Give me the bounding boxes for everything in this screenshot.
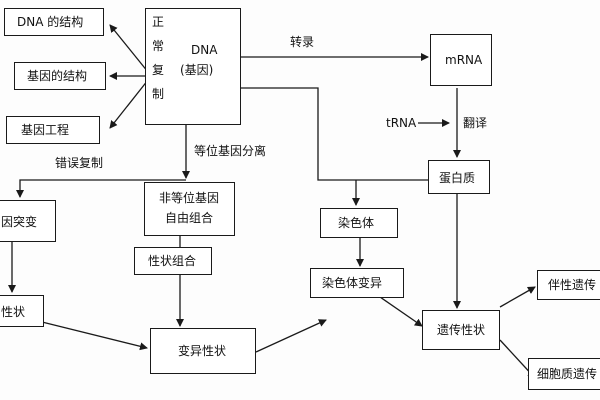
node-gene-mutation: 因突变	[0, 200, 56, 242]
node-nonallelic-line1: 非等位基因	[159, 191, 220, 205]
node-dna-structure: DNA 的结构	[4, 8, 104, 36]
label-translation: 翻译	[463, 116, 488, 130]
normal-replication-char-4: 制	[152, 87, 165, 101]
node-sex-linked: 伴性遗传	[537, 270, 600, 300]
label-replication-error: 错误复制	[55, 156, 104, 170]
edge-to-dna-structure	[109, 24, 149, 73]
node-gene-mutation-label: 因突变	[1, 215, 38, 229]
edge-variant-to-hereditary	[255, 319, 327, 353]
node-trait-combination: 性状组合	[134, 247, 212, 275]
node-mrna-label: mRNA	[445, 53, 483, 67]
node-protein: 蛋白质	[428, 160, 490, 194]
node-gene-structure: 基因的结构	[14, 62, 106, 90]
node-chromosome-label: 染色体	[338, 216, 375, 230]
dna-gene-line2: (基因)	[180, 63, 214, 77]
node-cytoplasmic: 细胞质遗传	[528, 358, 600, 390]
node-variant-trait-label: 变异性状	[178, 344, 227, 358]
node-gene-structure-label: 基因的结构	[27, 69, 88, 83]
label-allele-segregation: 等位基因分离	[194, 144, 267, 158]
node-genetic-engineering: 基因工程	[6, 116, 100, 144]
node-chromosome-variation: 染色体变异	[310, 268, 404, 298]
node-nonallelic-line2: 自由组合	[165, 211, 214, 225]
node-variant-trait: 变异性状	[150, 328, 256, 374]
node-hereditary-trait: 遗传性状	[422, 310, 500, 350]
node-chromosome-variation-label: 染色体变异	[322, 276, 383, 290]
edge-variation-to-trait	[379, 296, 423, 327]
node-dna-gene: 正 常 复 制 DNA (基因)	[145, 8, 241, 125]
normal-replication-char-1: 正	[152, 15, 165, 29]
node-genetic-engineering-label: 基因工程	[21, 123, 70, 137]
normal-replication-char-2: 常	[152, 39, 165, 53]
node-protein-label: 蛋白质	[439, 171, 476, 185]
node-mrna: mRNA	[430, 34, 492, 86]
node-dna-structure-label: DNA 的结构	[17, 15, 84, 29]
edge-left-trait-to-variant	[41, 321, 148, 351]
edge-replication-error	[16, 179, 186, 198]
node-left-trait: 性状	[0, 295, 44, 327]
node-left-trait-label: 性状	[1, 305, 26, 319]
normal-replication-char-3: 复	[152, 63, 165, 77]
node-nonallelic: 非等位基因 自由组合	[144, 182, 235, 236]
node-cytoplasmic-label: 细胞质遗传	[537, 367, 598, 381]
dna-gene-line1: DNA	[191, 43, 218, 57]
node-trait-combination-label: 性状组合	[148, 254, 197, 268]
edge-to-sex-linked	[499, 286, 536, 308]
node-sex-linked-label: 伴性遗传	[548, 278, 597, 292]
node-trna: tRNA	[386, 116, 417, 130]
node-chromosome: 染色体	[320, 208, 398, 238]
node-hereditary-trait-label: 遗传性状	[437, 323, 486, 337]
label-transcription: 转录	[290, 35, 315, 49]
edge-dna-protein-route	[240, 87, 428, 181]
edge-to-genetic-engineering	[109, 79, 149, 129]
